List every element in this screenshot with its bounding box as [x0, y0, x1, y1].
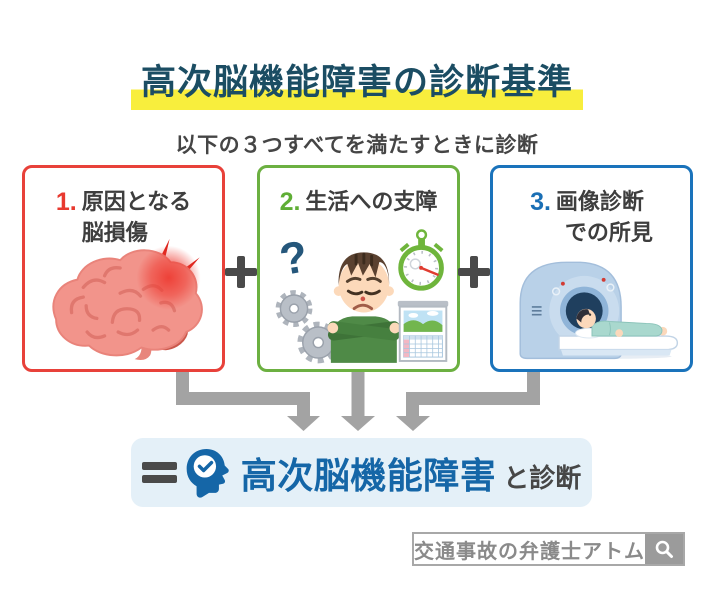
brand-search-text: 交通事故の弁護士アトム	[414, 540, 645, 563]
hair	[338, 252, 389, 286]
subtitle: 以下の３つすべてを満たすときに診断	[175, 134, 539, 157]
criterion-number: 1.	[55, 188, 77, 216]
down-arrow-icon	[176, 372, 320, 431]
search-button[interactable]	[645, 534, 683, 564]
criterion-label: 生活への支障	[305, 189, 438, 214]
head-check-icon	[186, 448, 229, 498]
equals-icon	[141, 459, 177, 486]
criterion-box-brain-injury: 1. 原因となる 脳損傷	[22, 165, 225, 372]
criterion-heading: 1. 原因となる 脳損傷	[25, 187, 222, 249]
down-arrow-icon	[396, 372, 540, 431]
highlighted-title-text: 高次脳機能障害の診断基準	[130, 63, 583, 110]
merge-arrows-icon	[176, 372, 540, 431]
criterion-heading: 2. 生活への支障	[260, 187, 457, 218]
page-title: 高次脳機能障害の診断基準	[0, 63, 714, 110]
calendar-icon	[397, 300, 448, 362]
plus-icon	[458, 256, 490, 288]
criterion-box-imaging-findings: 3. 画像診断 での所見	[490, 165, 693, 372]
worried-man	[326, 252, 400, 363]
injured-brain-icon	[51, 238, 203, 361]
bed-side	[560, 349, 672, 356]
criterion-label: 画像診断 での所見	[555, 189, 653, 245]
diagnosis-result: 高次脳機能障害 と診断	[131, 438, 592, 507]
diagnosis-term: 高次脳機能障害	[240, 454, 497, 496]
brand-search-bar: 交通事故の弁護士アトム	[412, 532, 685, 566]
criterion-label: 原因となる 脳損傷	[81, 189, 192, 245]
bed-top	[557, 335, 678, 351]
crossed-arms	[326, 321, 400, 341]
criterion-box-life-impairment: 2. 生活への支障 ?	[257, 165, 460, 372]
down-arrow-icon	[341, 372, 375, 431]
criterion-number: 3.	[530, 188, 551, 216]
criterion-heading: 3. 画像診断 での所見	[493, 187, 690, 249]
gear-icon	[275, 290, 312, 328]
mri-scanner-icon	[518, 261, 678, 360]
stopwatch-icon	[397, 229, 444, 291]
injury-glow	[136, 245, 201, 310]
plus-icon	[225, 256, 257, 288]
patient-body	[591, 320, 662, 337]
patient-hair	[575, 309, 590, 323]
diagnosis-suffix: と診断	[503, 463, 582, 493]
magnifier-icon	[655, 540, 673, 558]
vent	[531, 306, 542, 316]
criterion-number: 2.	[279, 188, 301, 216]
confused-man-icon: ?	[275, 229, 448, 364]
question-mark: ?	[276, 232, 311, 285]
